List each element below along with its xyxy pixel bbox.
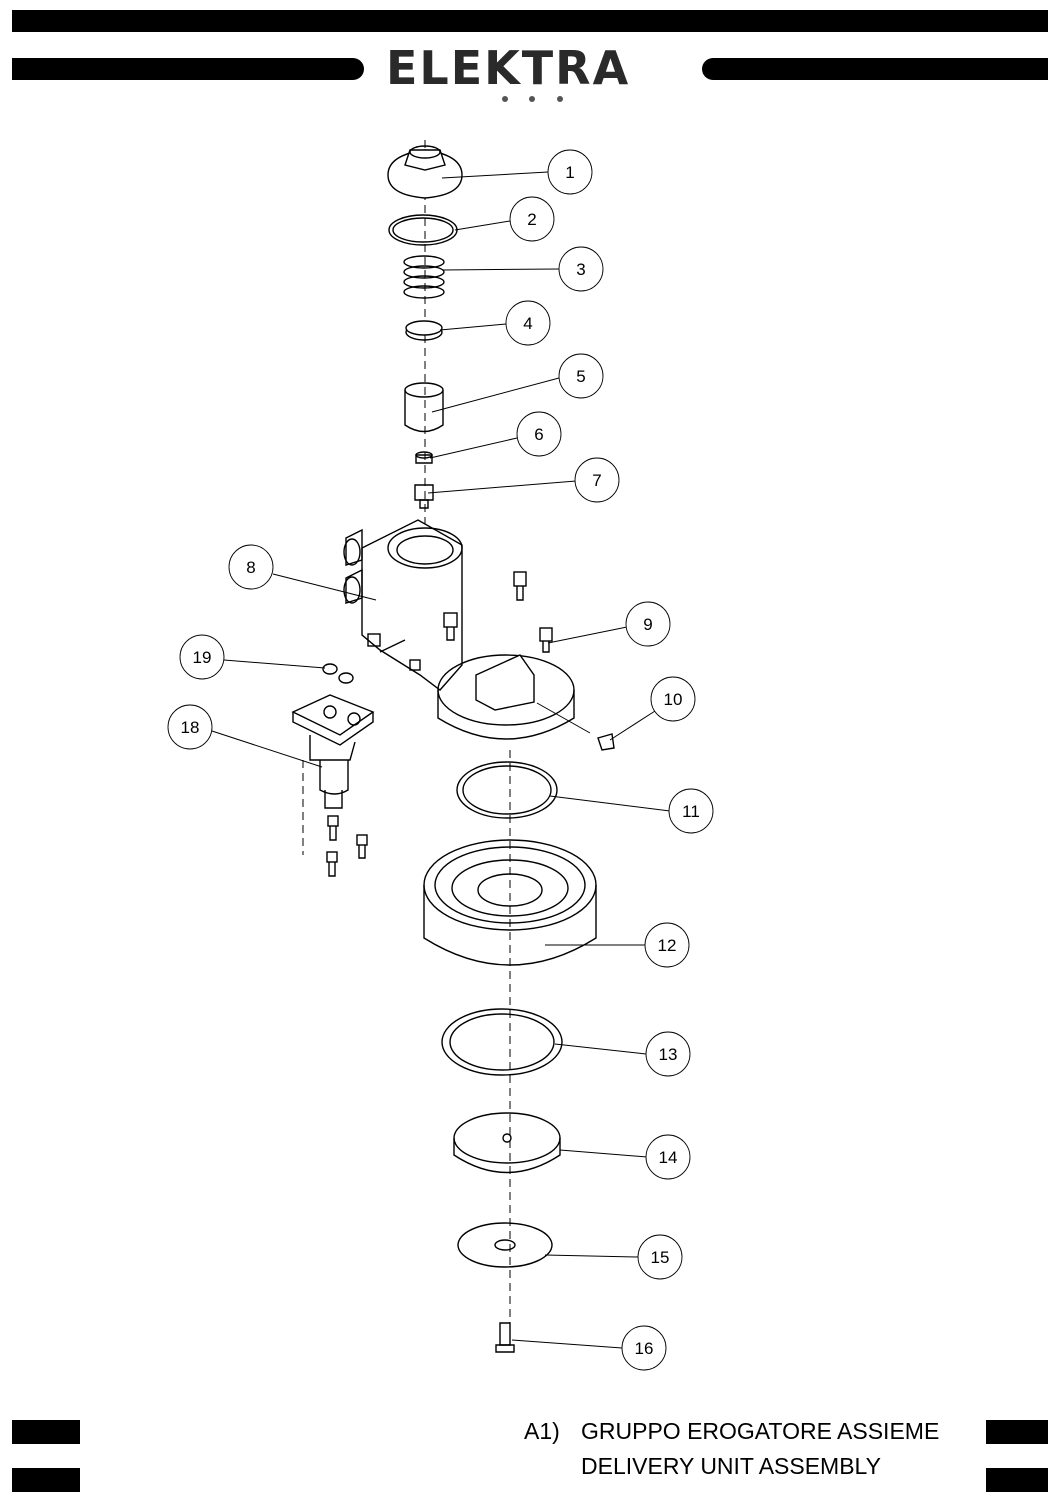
caption-code: A1) xyxy=(524,1418,560,1444)
callout-13: 13 xyxy=(659,1045,678,1064)
header-right-bar xyxy=(702,58,1048,80)
part-12-group-head xyxy=(423,839,597,966)
footer-right-bar-bottom xyxy=(986,1468,1048,1492)
header-top-bar xyxy=(12,10,1048,32)
callout-12: 12 xyxy=(658,936,677,955)
callout-7: 7 xyxy=(592,471,601,490)
callout-10: 10 xyxy=(664,690,683,709)
callout-19: 19 xyxy=(193,648,212,667)
callout-4: 4 xyxy=(523,314,532,333)
callout-18: 18 xyxy=(181,718,200,737)
callout-9: 9 xyxy=(643,615,652,634)
callout-6: 6 xyxy=(534,425,543,444)
part-18-valve xyxy=(291,694,375,809)
header-left-bar xyxy=(12,58,364,80)
footer-left-bar-bottom xyxy=(12,1468,80,1492)
part-8-body xyxy=(343,519,463,691)
callout-2: 2 xyxy=(527,210,536,229)
brand-logo: ELEKTRA xyxy=(386,41,630,102)
callout-16: 16 xyxy=(635,1339,654,1358)
caption-english-title: DELIVERY UNIT ASSEMBLY xyxy=(581,1453,881,1479)
callout-1: 1 xyxy=(565,163,574,182)
footer-right-bar-top xyxy=(986,1420,1048,1444)
callout-14: 14 xyxy=(659,1148,678,1167)
leader-lines xyxy=(211,171,671,1349)
callout-5: 5 xyxy=(576,367,585,386)
caption-italian-title: GRUPPO EROGATORE ASSIEME xyxy=(581,1418,940,1444)
callout-15: 15 xyxy=(651,1248,670,1267)
callout-3: 3 xyxy=(576,260,585,279)
footer-left-bar-top xyxy=(12,1420,80,1444)
part-1-cap xyxy=(387,145,463,199)
callout-8: 8 xyxy=(246,558,255,577)
callout-11: 11 xyxy=(682,802,700,821)
callout-circles xyxy=(167,149,714,1371)
brand-logo-text: ELEKTRA xyxy=(386,41,630,95)
